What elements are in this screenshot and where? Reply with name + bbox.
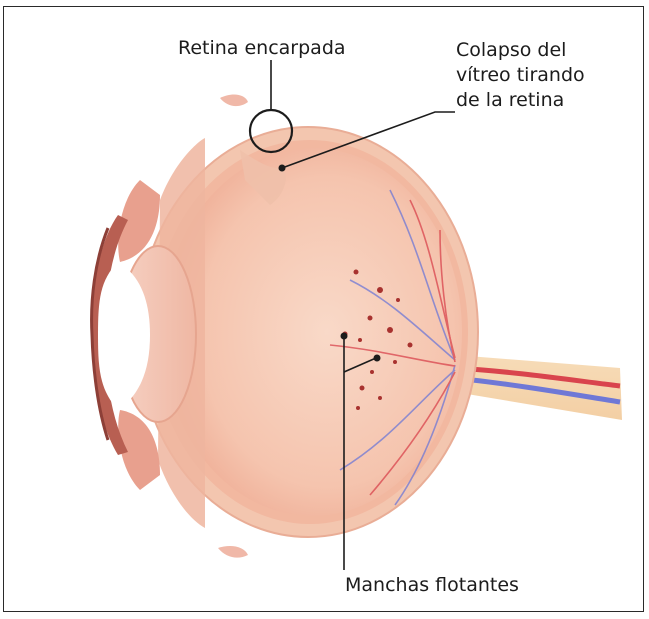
- colapso-leader-dot: [279, 165, 286, 172]
- upper-eyelid-fragment: [220, 95, 248, 107]
- lower-eyelid-fragment: [218, 546, 248, 558]
- label-retina-encarpada: Retina encarpada: [178, 36, 346, 61]
- manchas-leader-dot-b: [374, 355, 381, 362]
- optic-nerve: [455, 355, 622, 420]
- label-colapso-line1: Colapso del: [456, 38, 636, 63]
- manchas-leader-dot-a: [341, 333, 348, 340]
- label-manchas-flotantes: Manchas flotantes: [345, 573, 519, 598]
- label-colapso-vitreo: Colapso del vítreo tirando de la retina: [456, 38, 636, 113]
- label-colapso-line2: vítreo tirando: [456, 63, 636, 88]
- label-colapso-line3: de la retina: [456, 88, 636, 113]
- vitreous-body: [162, 148, 462, 516]
